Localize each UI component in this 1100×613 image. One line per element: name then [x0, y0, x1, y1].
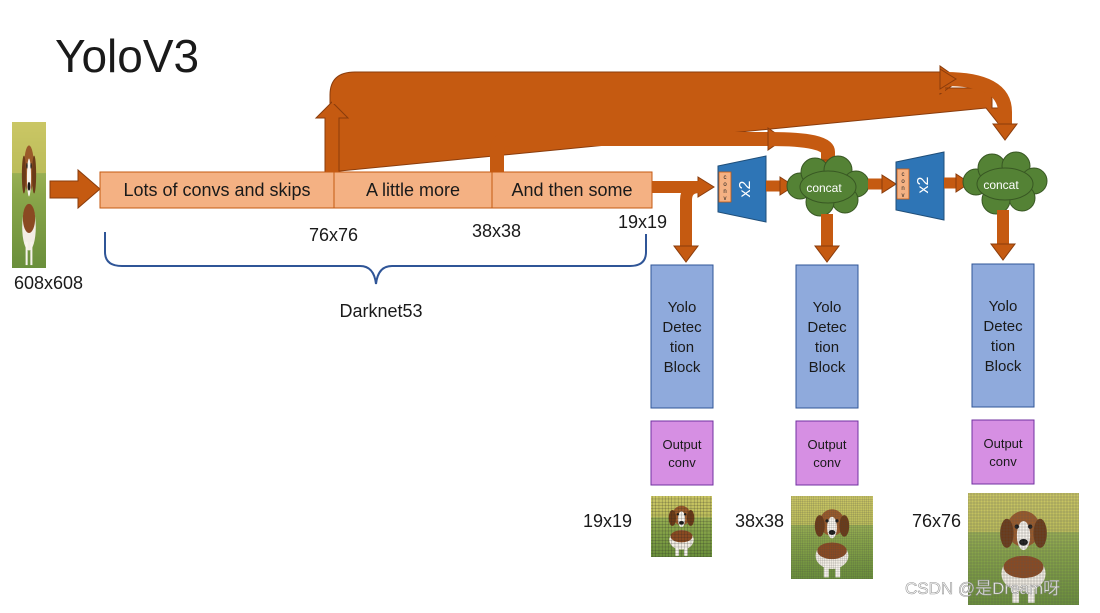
scale-label-76: 76x76: [309, 225, 358, 245]
output-grid-38: [791, 496, 873, 579]
detection-column-2: Yolo Detec tion Block Output conv: [795, 264, 859, 486]
input-size-label: 608x608: [14, 273, 83, 293]
upsample-label-2: x2: [915, 176, 932, 193]
svg-text:Yolo: Yolo: [989, 298, 1018, 315]
svg-text:o: o: [901, 179, 905, 185]
backbone-segment-2: A little more: [366, 180, 460, 200]
concat-node-1: concat: [786, 155, 870, 217]
svg-text:Yolo: Yolo: [668, 299, 697, 316]
upsample-label-1: x2: [737, 180, 754, 197]
upsample-block-1: c o n v x2: [717, 155, 767, 223]
output-conv-2: [795, 420, 859, 486]
svg-text:tion: tion: [670, 339, 694, 356]
input-arrow: [49, 168, 101, 210]
svg-text:Yolo: Yolo: [813, 299, 842, 316]
svg-text:Detec: Detec: [662, 319, 702, 336]
backbone-segment-3: And then some: [511, 180, 632, 200]
output-grid-label-38: 38x38: [735, 511, 784, 531]
svg-text:v: v: [724, 196, 727, 202]
concat-label-1: concat: [806, 181, 842, 195]
svg-text:Block: Block: [664, 359, 701, 376]
concat-node-2: concat: [962, 151, 1048, 215]
svg-text:Block: Block: [985, 358, 1022, 375]
yolo-detection-block-1: [650, 264, 714, 409]
output-grid-76: [968, 493, 1079, 605]
svg-text:v: v: [902, 193, 905, 199]
output-grid-label-19: 19x19: [583, 511, 632, 531]
output-grid-19: [651, 496, 712, 557]
output-conv-3: [971, 419, 1035, 485]
svg-text:c: c: [724, 175, 727, 181]
svg-text:Detec: Detec: [807, 319, 847, 336]
svg-text:conv: conv: [668, 455, 696, 470]
detection-column-1: Yolo Detec tion Block Output conv: [650, 264, 714, 486]
svg-text:Output: Output: [807, 437, 846, 452]
svg-text:c: c: [902, 172, 905, 178]
svg-text:Block: Block: [809, 359, 846, 376]
detection-column-3: Yolo Detec tion Block Output conv: [971, 263, 1035, 485]
svg-text:o: o: [723, 182, 727, 188]
scale-label-38: 38x38: [472, 221, 521, 241]
svg-text:conv: conv: [813, 455, 841, 470]
svg-text:Detec: Detec: [983, 318, 1023, 335]
darknet-brace: [104, 232, 647, 285]
output-grid-label-76: 76x76: [912, 511, 961, 531]
watermark: CSDN @是Dream呀: [905, 579, 1060, 598]
output-conv-1: [650, 420, 714, 486]
page-title: YoloV3: [55, 30, 199, 82]
input-image: [12, 122, 46, 268]
upsample-block-2: c o n v x2: [895, 151, 945, 221]
svg-text:Output: Output: [662, 437, 701, 452]
yolo-detection-block-2: [795, 264, 859, 409]
scale-label-19: 19x19: [618, 212, 667, 232]
backbone-bar: Lots of convs and skips A little more An…: [99, 171, 653, 209]
svg-text:tion: tion: [991, 338, 1015, 355]
backbone-segment-1: Lots of convs and skips: [123, 180, 310, 200]
svg-text:Output: Output: [983, 436, 1022, 451]
svg-text:n: n: [723, 189, 726, 195]
svg-text:tion: tion: [815, 339, 839, 356]
concat-label-2: concat: [983, 178, 1019, 192]
svg-text:n: n: [901, 186, 904, 192]
darknet-label: Darknet53: [339, 301, 422, 321]
svg-text:conv: conv: [989, 454, 1017, 469]
yolo-detection-block-3: [971, 263, 1035, 408]
